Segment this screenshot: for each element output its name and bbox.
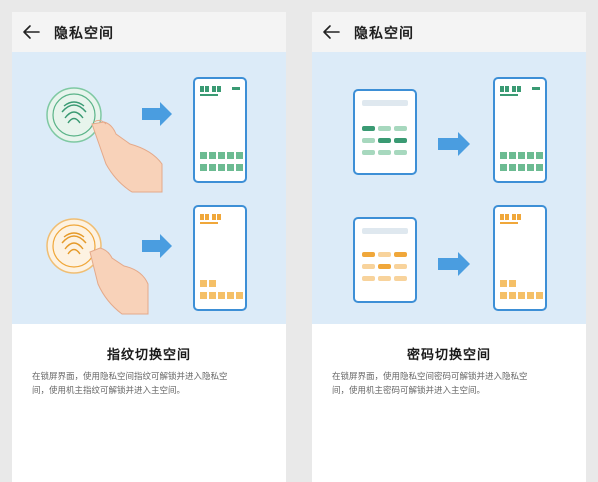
description: 在锁屏界面，使用隐私空间密码可解锁并进入隐私空 间，使用机主密码可解锁并进入主空… [332,370,572,398]
description: 在锁屏界面，使用隐私空间指纹可解锁并进入隐私空 间，使用机主指纹可解锁并进入主空… [32,370,272,398]
hand-icon [91,119,163,193]
fingerprint-panel: 隐私空间 [12,12,286,482]
orange-fingerprint-icon [46,218,102,274]
header: 隐私空间 [12,12,286,52]
caption-title: 指纹切换空间 [106,348,191,363]
password-illustration [312,52,586,324]
back-arrow-icon[interactable] [322,24,340,40]
page-title: 隐私空间 [54,26,114,42]
page-title: 隐私空间 [354,26,414,42]
description-line: 在锁屏界面，使用隐私空间指纹可解锁并进入隐私空 [32,372,228,382]
green-fingerprint-icon [46,87,102,143]
fingerprint-illustration [12,52,286,324]
phone-icon [193,77,247,183]
phone-icon [493,205,547,311]
back-arrow-icon[interactable] [22,24,40,40]
arrow-icon [438,132,470,156]
header: 隐私空间 [312,12,586,52]
phone-icon [493,77,547,183]
arrow-icon [142,102,172,126]
description-line: 在锁屏界面，使用隐私空间密码可解锁并进入隐私空 [332,372,528,382]
description-line: 间，使用机主指纹可解锁并进入主空间。 [32,386,186,396]
phone-icon [193,205,247,311]
arrow-icon [142,234,172,258]
password-panel: 隐私空间 [312,12,586,482]
description-line: 间，使用机主密码可解锁并进入主空间。 [332,386,486,396]
caption-title: 密码切换空间 [406,348,491,363]
green-keypad-icon [353,89,417,175]
hand-icon [89,247,149,315]
arrow-icon [438,252,470,276]
orange-keypad-icon [353,217,417,303]
